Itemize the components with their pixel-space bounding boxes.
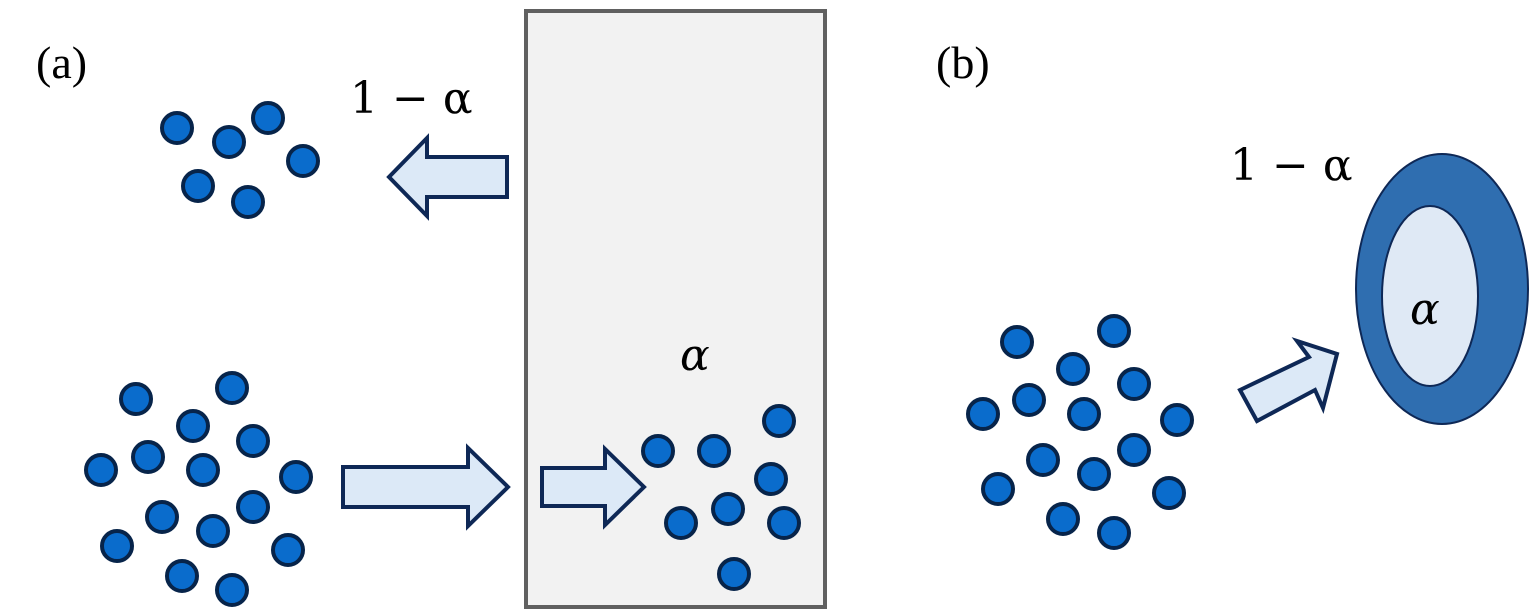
panel-b: (b) 1 − α α	[936, 37, 1529, 550]
panel-a-label: (a)	[36, 37, 87, 88]
shell-fraction-label: 1 − α	[1230, 140, 1353, 191]
particle	[762, 404, 796, 438]
incoming-particle-cluster	[966, 314, 1194, 550]
particle	[1012, 383, 1046, 417]
particle	[271, 533, 305, 567]
particle	[1067, 397, 1101, 431]
particle	[279, 460, 313, 494]
particle	[717, 557, 751, 591]
particle	[1117, 433, 1151, 467]
particle	[711, 492, 745, 526]
particle	[186, 453, 220, 487]
incident-particle-cluster	[84, 371, 313, 607]
particle	[176, 409, 210, 443]
particle	[165, 559, 199, 593]
particle	[1077, 457, 1111, 491]
incident-arrow	[341, 443, 511, 531]
particle	[697, 434, 731, 468]
panel-b-label: (b)	[936, 37, 990, 88]
particle	[1056, 352, 1090, 386]
particle	[215, 573, 249, 607]
absorbed-particle-cluster	[641, 404, 801, 591]
particle	[1097, 516, 1131, 550]
particle	[181, 169, 215, 203]
particle	[286, 144, 320, 178]
particle	[1160, 403, 1194, 437]
particle	[160, 111, 194, 145]
particle	[1046, 502, 1080, 536]
particle	[966, 397, 1000, 431]
reflected-particle-cluster	[160, 101, 320, 219]
particle	[231, 185, 265, 219]
reflected-fraction-label: 1 − α	[350, 73, 473, 124]
panel-a: (a) 1 − α α	[36, 9, 827, 609]
particle	[1152, 476, 1186, 510]
particle	[1117, 367, 1151, 401]
particle	[100, 529, 134, 563]
absorber-inner-core	[1381, 205, 1479, 387]
particle	[236, 490, 270, 524]
absorbed-arrow	[540, 444, 647, 530]
absorbed-fraction-label: α	[680, 330, 710, 381]
particle	[1000, 325, 1034, 359]
particle	[664, 506, 698, 540]
particle	[251, 101, 285, 135]
particle	[1097, 314, 1131, 348]
particle	[215, 371, 249, 405]
particle	[119, 382, 153, 416]
particle	[131, 440, 165, 474]
particle	[641, 434, 675, 468]
particle	[236, 424, 270, 458]
core-fraction-label: α	[1410, 284, 1440, 335]
particle	[84, 453, 118, 487]
particle	[196, 514, 230, 548]
particle	[212, 125, 246, 159]
reflected-arrow	[386, 133, 509, 221]
particle	[981, 472, 1015, 506]
incident-diagonal-arrow	[1237, 337, 1340, 424]
particle	[1026, 443, 1060, 477]
particle	[145, 500, 179, 534]
particle	[754, 462, 788, 496]
particle	[767, 506, 801, 540]
